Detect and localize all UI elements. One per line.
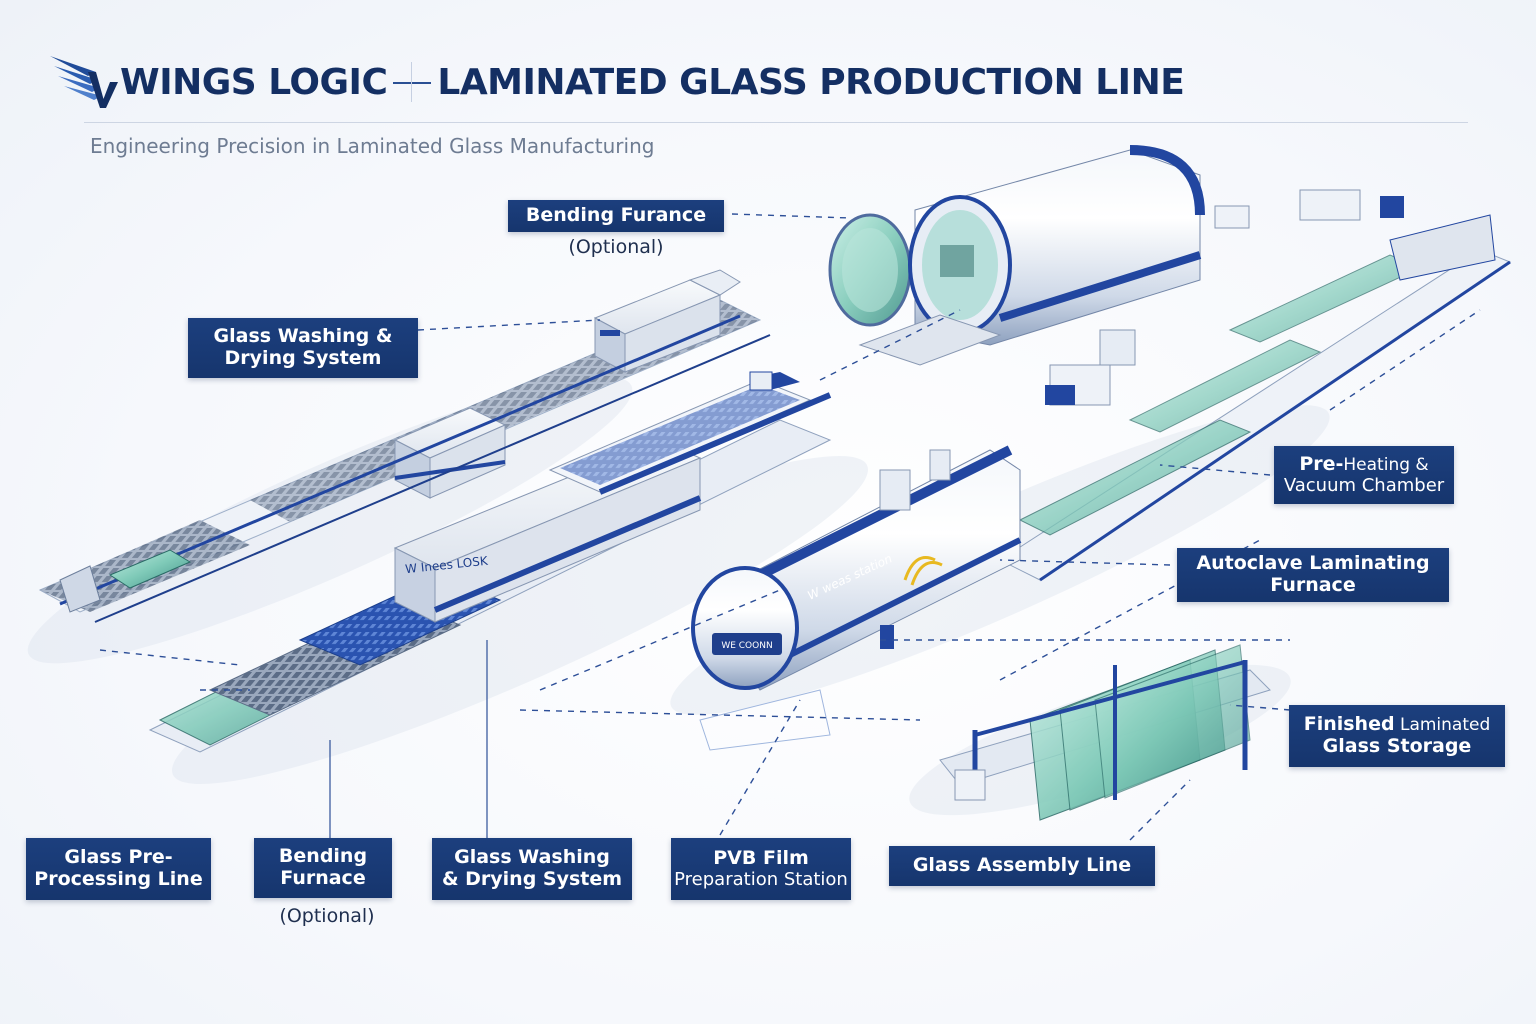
label-text-bold: Finished	[1303, 713, 1395, 736]
label-text: Finished Laminated	[1303, 713, 1491, 736]
label-text: Glass Assembly Line	[912, 854, 1132, 877]
autoclave-door-marking: WE COONN	[721, 641, 772, 651]
label-text: Glass Storage	[1322, 735, 1472, 757]
label-text: & Drying System	[441, 868, 623, 890]
header: WINGS LOGIC LAMINATED GLASS PRODUCTION L…	[48, 40, 1468, 158]
optional-note-top: (Optional)	[568, 236, 664, 258]
label-glass-pre-processing: Glass Pre- Processing Line	[26, 838, 211, 900]
label-text: Furnace	[280, 867, 366, 889]
preheating-line	[998, 214, 1512, 582]
label-glass-washing-bottom: Glass Washing & Drying System	[432, 838, 632, 900]
connector-lines	[99, 213, 1481, 841]
bending-furnace-line	[148, 371, 832, 838]
wing-logo-icon	[50, 56, 118, 108]
label-text: Glass Washing	[454, 846, 610, 869]
header-divider	[84, 122, 1468, 123]
label-text: PVB Film	[713, 846, 809, 869]
label-pre-heating-vacuum: Pre-Heating & Vacuum Chamber	[1274, 446, 1454, 504]
label-text-regular: Heating &	[1343, 454, 1429, 475]
washing-drying-line	[38, 269, 771, 623]
label-bending-furnace-bottom: Bending Furnace	[254, 838, 392, 898]
label-text: Furnace	[1270, 574, 1356, 596]
label-text: Glass Washing &	[213, 325, 393, 348]
label-text-bold: Pre-	[1299, 452, 1344, 475]
label-text-regular: Laminated	[1394, 715, 1491, 736]
label-pvb-film: PVB Film Preparation Station	[671, 838, 851, 900]
label-glass-assembly: Glass Assembly Line	[889, 846, 1155, 886]
label-text: Glass Pre-	[64, 846, 173, 869]
label-text: Processing Line	[34, 868, 203, 890]
label-autoclave-furnace: Autoclave Laminating Furnace	[1177, 548, 1449, 602]
label-glass-washing-top: Glass Washing & Drying System	[188, 318, 418, 378]
optional-note-bottom: (Optional)	[279, 905, 375, 927]
label-bending-furnace-top: Bending Furance	[508, 200, 724, 232]
title-separator	[393, 62, 432, 102]
vacuum-chamber	[828, 145, 1404, 366]
autoclave: WE COONN W weas station	[691, 445, 1022, 751]
label-text: Preparation Station	[674, 868, 848, 890]
title-row: WINGS LOGIC LAMINATED GLASS PRODUCTION L…	[48, 40, 1468, 124]
page-subtitle: Engineering Precision in Laminated Glass…	[90, 134, 655, 158]
glass-storage-racks	[939, 644, 1271, 821]
label-finished-storage: Finished Laminated Glass Storage	[1289, 705, 1505, 767]
label-text: Bending	[278, 845, 368, 868]
page-title: LAMINATED GLASS PRODUCTION LINE	[437, 61, 1185, 103]
label-text: Vacuum Chamber	[1283, 474, 1445, 496]
label-text: Pre-Heating &	[1299, 452, 1429, 476]
label-text: Drying System	[224, 347, 382, 369]
label-text: Autoclave Laminating	[1196, 552, 1430, 575]
label-text: Bending Furance	[525, 204, 707, 227]
brand-name: WINGS LOGIC	[120, 61, 388, 103]
